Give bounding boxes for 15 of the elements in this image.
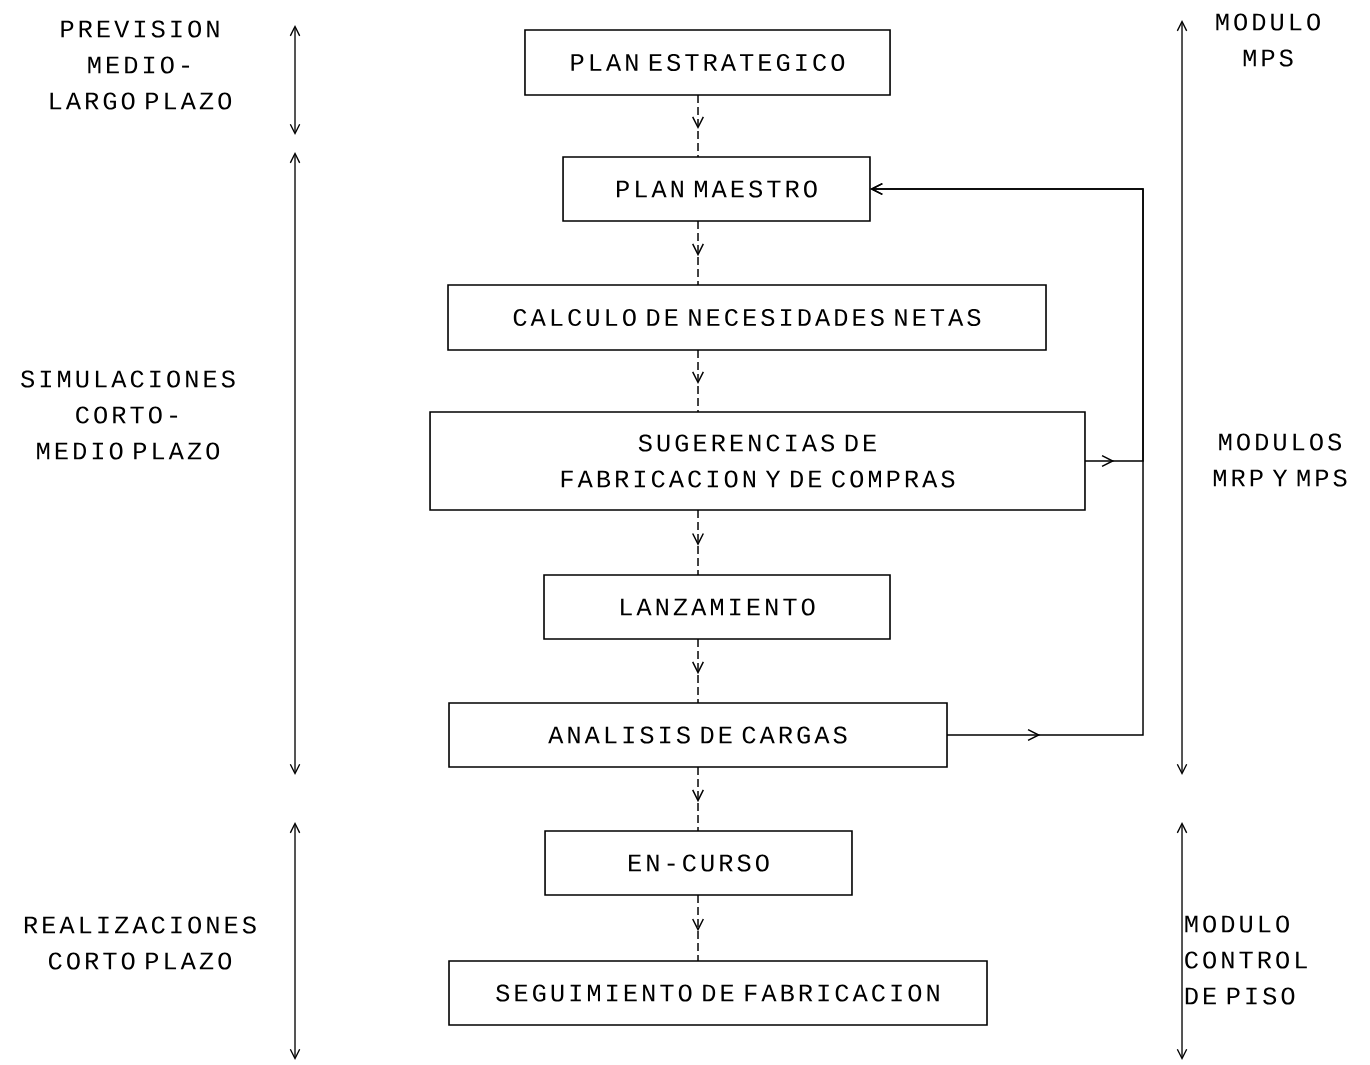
feedback-arrow [870,182,1144,742]
process-box: PLAN MAESTRO [562,156,871,222]
process-box: LANZAMIENTO [543,574,891,640]
process-box: SEGUIMIENTO DE FABRICACION [448,960,988,1026]
process-box: PLAN ESTRATEGICO [524,29,891,96]
process-box: ANALISIS DE CARGAS [448,702,948,768]
process-box: EN-CURSO [544,830,853,896]
process-box: CALCULO DE NECESIDADES NETAS [447,284,1047,351]
side-label: SIMULACIONES CORTO-MEDIO PLAZO [21,370,235,460]
side-label: MODULO CONTROL DE PISO [1185,915,1307,1005]
side-label: MODULOS MRP Y MPS [1213,433,1347,487]
side-label: MODULO MPS [1216,13,1320,67]
side-label: REALIZACIONES CORTO PLAZO [24,916,256,970]
side-label: PREVISION MEDIO-LARGO PLAZO [50,20,232,110]
process-box: SUGERENCIAS DE FABRICACION Y DE COMPRAS [429,411,1086,511]
